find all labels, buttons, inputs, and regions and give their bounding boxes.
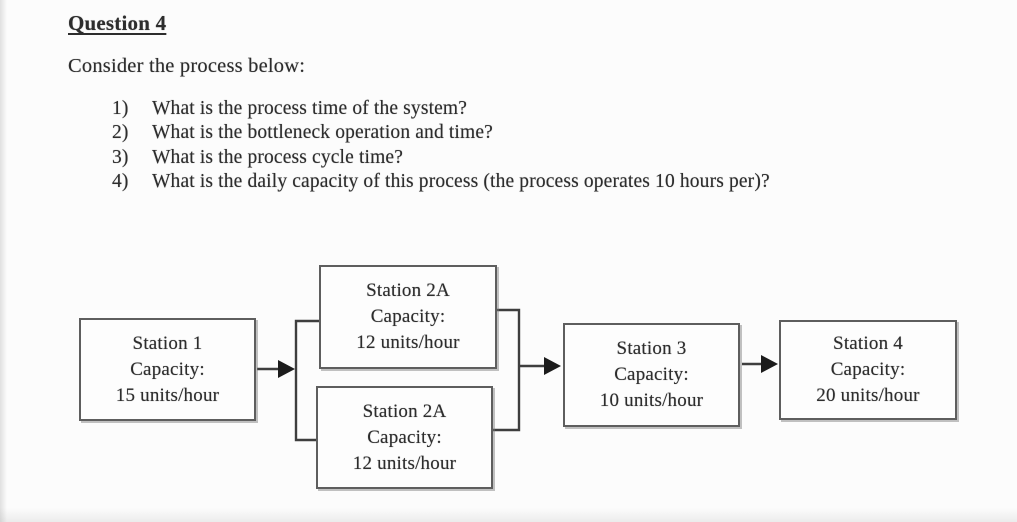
- capacity-value: 10 units/hour: [599, 390, 704, 411]
- station-box-1: Station 1 Capacity: 15 units/hour: [79, 318, 256, 421]
- station-box-4: Station 4 Capacity: 20 units/hour: [779, 320, 957, 420]
- station-box-2a-top: Station 2A Capacity: 12 units/hour: [319, 265, 497, 369]
- question-item: 2) What is the bottleneck operation and …: [112, 121, 770, 145]
- capacity-label: Capacity:: [830, 359, 906, 380]
- page-title: Question 4: [68, 11, 167, 35]
- capacity-label: Capacity:: [130, 358, 205, 380]
- station-name: Station 4: [833, 333, 903, 354]
- station-name: Station 1: [132, 332, 203, 354]
- capacity-value: 20 units/hour: [816, 385, 920, 406]
- question-number: 3): [112, 146, 129, 168]
- station-box-2a-bottom: Station 2A Capacity: 12 units/hour: [316, 386, 493, 489]
- question-text: What is the bottleneck operation and tim…: [152, 122, 493, 144]
- question-number: 2): [112, 122, 129, 144]
- station-name: Station 2A: [366, 280, 450, 301]
- intro-text: Consider the process below:: [68, 55, 306, 77]
- capacity-label: Capacity:: [370, 306, 446, 327]
- question-item: 3) What is the process cycle time?: [112, 146, 770, 170]
- capacity-label: Capacity:: [367, 426, 442, 448]
- question-text: What is the process time of the system?: [152, 98, 468, 119]
- question-number: 4): [112, 171, 129, 193]
- station-box-3: Station 3 Capacity: 10 units/hour: [563, 323, 740, 427]
- station-name: Station 3: [616, 338, 687, 359]
- question-number: 1): [112, 98, 129, 119]
- capacity-value: 12 units/hour: [352, 452, 457, 474]
- question-text: What is the process cycle time?: [152, 146, 404, 168]
- station-name: Station 2A: [362, 400, 447, 422]
- question-list: 1) What is the process time of the syste…: [112, 97, 770, 195]
- question-text: What is the daily capacity of this proce…: [152, 171, 770, 193]
- capacity-value: 15 units/hour: [115, 384, 220, 406]
- question-item: 1) What is the process time of the syste…: [112, 97, 770, 121]
- capacity-value: 12 units/hour: [356, 332, 460, 353]
- question-item: 4) What is the daily capacity of this pr…: [112, 170, 770, 194]
- capacity-label: Capacity:: [614, 364, 689, 385]
